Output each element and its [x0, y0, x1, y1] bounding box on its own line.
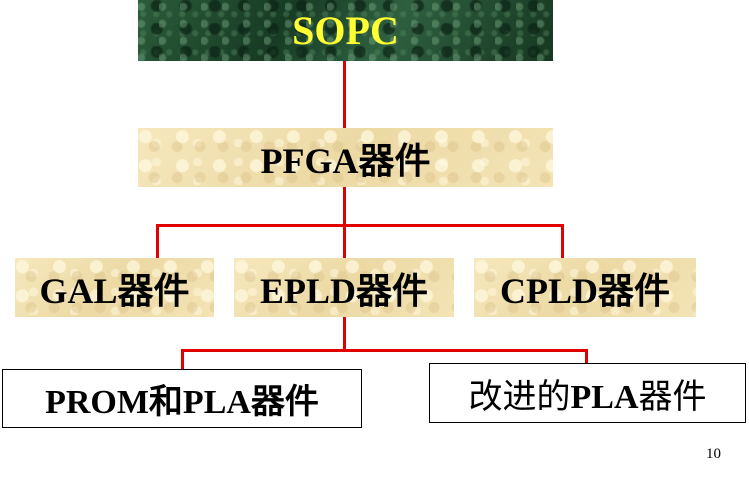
node-pfga-label: PFGA器件: [260, 140, 431, 181]
node-gal-label: GAL器件: [39, 270, 190, 311]
node-pfga: PFGA器件: [138, 128, 553, 187]
connector-to-epld: [343, 224, 346, 258]
node-sopc: SOPC: [138, 0, 553, 61]
node-prom-pla: PROM和PLA器件: [2, 369, 362, 428]
page-number: 10: [706, 446, 721, 462]
node-cpld-label: CPLD器件: [500, 270, 670, 311]
node-sopc-label: SOPC: [292, 8, 399, 53]
node-gal: GAL器件: [15, 258, 214, 317]
connector-to-gal: [156, 224, 159, 258]
connector-level2-bar: [156, 224, 564, 227]
connector-epld-down: [343, 317, 346, 352]
node-cpld: CPLD器件: [474, 258, 696, 317]
node-improved-pla-label-text: 改进的PLA器件: [468, 378, 707, 416]
connector-pfga-down: [343, 187, 346, 225]
node-epld-label: EPLD器件: [259, 270, 428, 311]
connector-to-cpld: [561, 224, 564, 258]
node-improved-pla: 改进的PLA器件: [429, 363, 746, 423]
connector-to-improved-pla: [585, 349, 588, 363]
connector-to-prom: [181, 349, 184, 369]
node-epld: EPLD器件: [234, 258, 454, 317]
node-improved-pla-label: 改进的PLA器件: [469, 369, 707, 418]
connector-level3-bar: [181, 349, 588, 352]
connector-root-to-pfga: [343, 61, 346, 129]
node-prom-pla-label: PROM和PLA器件: [45, 384, 319, 421]
